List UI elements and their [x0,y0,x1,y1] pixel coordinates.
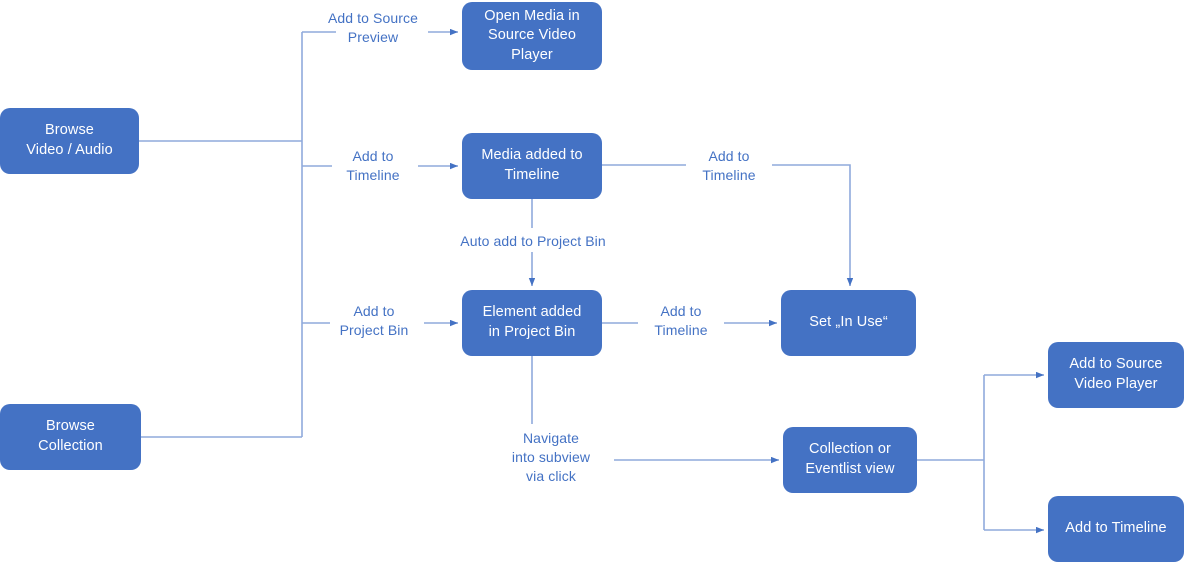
node-browse-collection[interactable]: Browse Collection [0,404,141,470]
node-set-in-use[interactable]: Set „In Use“ [781,290,916,356]
edge-label-navigate-subview: Navigate into subview via click [511,430,591,485]
node-media-added-to-timeline[interactable]: Media added to Timeline [462,133,602,199]
edge-media-down-to-set-in-use [772,164,854,286]
edge-label-add-to-timeline-right: Add to Timeline [702,148,756,184]
node-collection-eventlist-view[interactable]: Collection or Eventlist view [783,427,917,493]
edge-label-add-to-project-bin: Add to Project Bin [339,303,409,339]
node-browse-video-audio[interactable]: Browse Video / Audio [0,108,139,174]
node-add-to-source-video-player[interactable]: Add to Source Video Player [1048,342,1184,408]
node-open-media-source-player[interactable]: Open Media in Source Video Player [462,2,602,70]
node-add-to-timeline-end[interactable]: Add to Timeline [1048,496,1184,562]
edge-label-add-to-timeline-mid: Add to Timeline [654,303,708,339]
edge-label-add-to-timeline-top: Add to Timeline [346,148,400,184]
edge-label-auto-add-project-bin: Auto add to Project Bin [460,233,606,249]
edge-label-add-to-source-preview: Add to Source Preview [327,10,419,46]
node-element-added-project-bin[interactable]: Element added in Project Bin [462,290,602,356]
